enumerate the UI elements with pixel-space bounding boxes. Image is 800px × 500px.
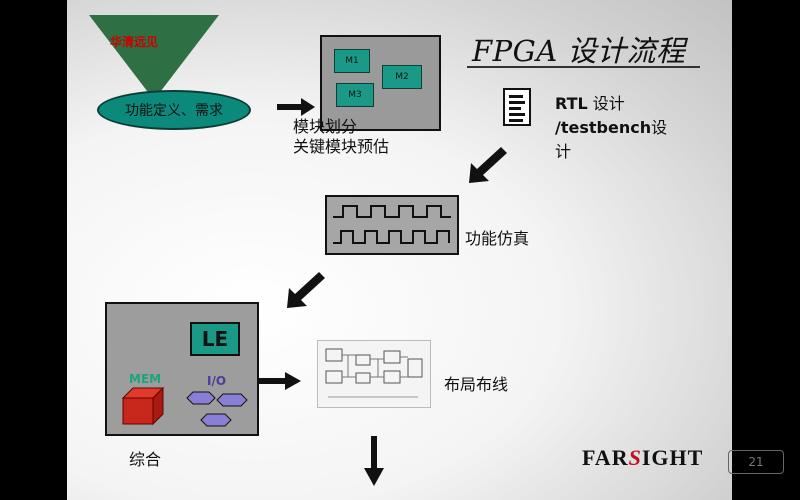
place-route-schematic [317,340,431,408]
triangle-logo [89,15,219,100]
mem-label: MEM [129,372,162,386]
triangle-label: 华清远见 [110,35,159,49]
title-underline [467,66,700,68]
module-caption-2: 关键模块预估 [293,137,390,156]
rtl-line1-bold: RTL [555,94,588,113]
simulation-box [325,195,459,255]
video-watermark: 21 [728,450,784,474]
le-block: LE [190,322,240,356]
module-partition-box: M1 M2 M3 [320,35,441,131]
module-m3: M3 [336,83,374,107]
rtl-line2-rest: 设 [651,118,668,137]
document-icon [503,88,531,126]
io-pins-icon [186,391,248,427]
place-route-caption: 布局布线 [444,375,509,394]
arrow-right-icon [277,98,315,116]
farsight-logo: FARSIGHT [582,445,703,471]
synthesis-box: LE MEM I/O [105,302,259,436]
arrow-down-icon [364,436,384,486]
logo-s: S [628,445,642,470]
requirements-label: 功能定义、需求 [125,103,223,119]
module-caption-1: 模块划分 [293,117,358,136]
io-label: I/O [207,374,227,388]
arrow-down-left-icon [469,147,507,183]
schematic-icon [325,348,423,398]
rtl-line2-bold: /testbench [555,118,652,137]
synthesis-caption: 综合 [129,450,162,469]
rtl-text: RTL 设计 /testbench设 计 [555,92,667,164]
arrow-right-icon [259,372,301,390]
requirements-oval: 功能定义、需求 [97,90,251,130]
rtl-line1-rest: 设计 [587,94,625,113]
slide-title: FPGA 设计流程 [472,34,686,68]
logo-right: IGHT [641,445,704,470]
rtl-line3: 计 [555,142,572,161]
arrow-down-left-icon [287,272,325,308]
memory-cube-icon [121,386,165,426]
module-m1: M1 [334,49,370,73]
waveform-icon [333,205,451,244]
module-m2: M2 [382,65,422,89]
simulation-caption: 功能仿真 [465,229,530,248]
slide: FPGA 设计流程 华清远见 功能定义、需求 M1 M2 M3 模块划分 关键模… [67,0,732,500]
logo-left: FAR [582,445,629,470]
